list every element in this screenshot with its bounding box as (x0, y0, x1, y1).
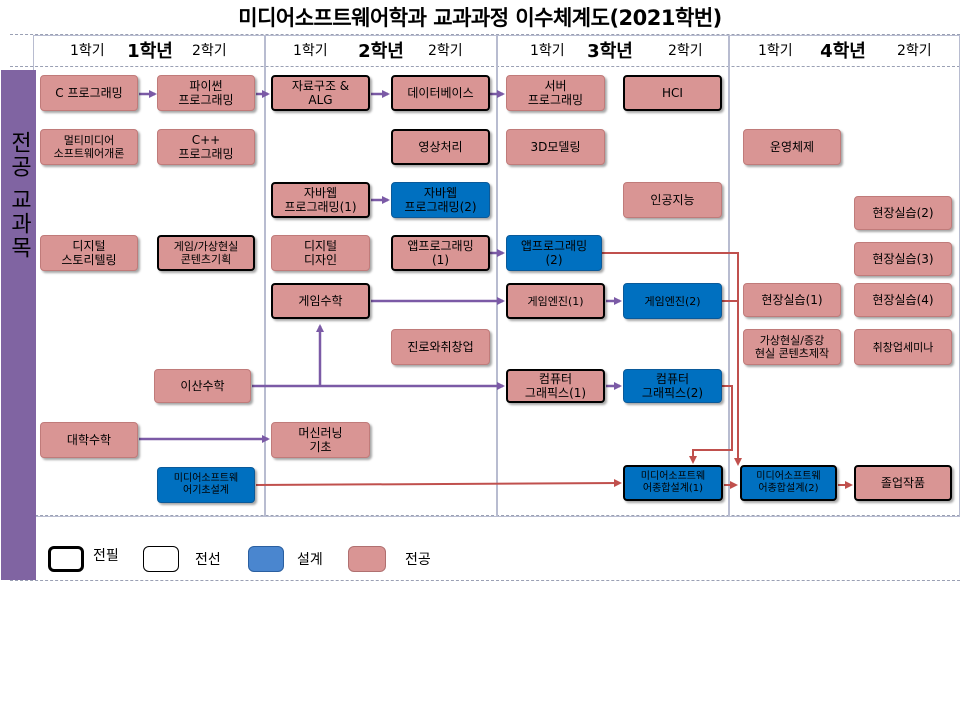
course-image-processing[interactable]: 영상처리 (391, 129, 490, 165)
course-server-programming[interactable]: 서버 프로그래밍 (506, 75, 605, 111)
arrow-graphics2-to-capstone1 (689, 385, 733, 464)
year2-label: 2학년 (358, 41, 404, 62)
content-bottom-divider (10, 515, 960, 516)
course-python[interactable]: 파이썬 프로그래밍 (157, 75, 255, 111)
course-graduation-project[interactable]: 졸업작품 (854, 465, 952, 501)
category-label-wrap: 전공 교과목 (1, 70, 36, 320)
year4-label: 4학년 (820, 41, 866, 62)
arrow-basicdesign-to-capstone1 (255, 479, 622, 488)
course-field-practice-2[interactable]: 현장실습(2) (854, 196, 952, 230)
course-hci[interactable]: HCI (623, 75, 722, 111)
course-ml-basics[interactable]: 머신러닝 기초 (271, 422, 370, 458)
course-game-math[interactable]: 게임수학 (271, 283, 370, 319)
legend-required-swatch (48, 546, 84, 572)
course-game-vr-planning[interactable]: 게임/가상현실 콘텐츠기획 (157, 235, 255, 271)
course-app-programming-1[interactable]: 앱프로그래밍 (1) (391, 235, 490, 271)
legend-major-swatch (348, 546, 386, 572)
category-label: 전공 교과목 (6, 130, 32, 260)
legend-divider (10, 580, 960, 581)
year1-sem2-label: 2학기 (192, 43, 227, 59)
course-basic-design[interactable]: 미디어소프트웨 어기초설계 (157, 467, 255, 503)
course-discrete-math[interactable]: 이산수학 (154, 369, 251, 403)
header-bottom-divider (10, 66, 960, 67)
course-java-web-1[interactable]: 자바웹 프로그래밍(1) (271, 182, 370, 218)
course-digital-storytelling[interactable]: 디지털 스토리텔링 (40, 235, 138, 271)
course-capstone-2[interactable]: 미디어소프트웨 어종합설계(2) (740, 465, 837, 501)
course-game-engine-2[interactable]: 게임엔진(2) (623, 283, 722, 319)
course-os[interactable]: 운영체제 (743, 129, 841, 165)
course-database[interactable]: 데이터베이스 (391, 75, 490, 111)
year2-sem1-label: 1학기 (293, 43, 328, 59)
course-vr-ar-production[interactable]: 가상현실/증강 현실 콘텐츠제작 (743, 329, 841, 365)
year2-column (265, 35, 497, 517)
course-game-engine-1[interactable]: 게임엔진(1) (506, 283, 605, 319)
course-app-programming-2[interactable]: 앱프로그래밍 (2) (506, 235, 602, 271)
year4-sem2-label: 2학기 (897, 43, 932, 59)
legend-required-label: 전필 (93, 548, 119, 564)
year3-sem1-label: 1학기 (530, 43, 565, 59)
course-3d-modeling[interactable]: 3D모델링 (506, 129, 605, 165)
arrow-app2-to-capstone2 (602, 252, 742, 466)
legend-design-label: 설계 (297, 552, 323, 568)
year3-column (497, 35, 729, 517)
course-field-practice-1[interactable]: 현장실습(1) (743, 283, 841, 317)
course-college-math[interactable]: 대학수학 (40, 422, 138, 458)
course-field-practice-3[interactable]: 현장실습(3) (854, 242, 952, 276)
course-java-web-2[interactable]: 자바웹 프로그래밍(2) (391, 182, 490, 218)
header-top-divider (10, 34, 960, 35)
legend-elective-label: 전선 (195, 552, 221, 568)
year3-sem2-label: 2학기 (668, 43, 703, 59)
category-sidebar (1, 70, 36, 580)
year4-sem1-label: 1학기 (758, 43, 793, 59)
legend-design-swatch (248, 546, 284, 572)
course-digital-design[interactable]: 디지털 디자인 (271, 235, 370, 271)
year1-label: 1학년 (127, 41, 173, 62)
legend-elective-swatch (143, 546, 179, 572)
course-ai[interactable]: 인공지능 (623, 182, 722, 218)
year1-sem1-label: 1학기 (70, 43, 105, 59)
page-title: 미디어소프트웨어학과 교과과정 이수체계도(2021학번) (238, 6, 722, 30)
year3-label: 3학년 (587, 41, 633, 62)
course-data-structures[interactable]: 자료구조 & ALG (271, 75, 370, 111)
course-graphics-1[interactable]: 컴퓨터 그래픽스(1) (506, 369, 605, 403)
course-graphics-2[interactable]: 컴퓨터 그래픽스(2) (623, 369, 722, 403)
course-field-practice-4[interactable]: 현장실습(4) (854, 283, 952, 317)
course-multimedia-intro[interactable]: 멀티미디어 소프트웨어개론 (40, 129, 138, 165)
year2-sem2-label: 2학기 (428, 43, 463, 59)
course-c-programming[interactable]: C 프로그래밍 (40, 75, 138, 111)
course-capstone-1[interactable]: 미디어소프트웨 어종합설계(1) (623, 465, 723, 501)
course-cpp[interactable]: C++ 프로그래밍 (157, 129, 255, 165)
legend-major-label: 전공 (405, 552, 431, 568)
course-job-seminar[interactable]: 취창업세미나 (854, 329, 952, 365)
course-career-startup[interactable]: 진로와취창업 (391, 329, 490, 365)
